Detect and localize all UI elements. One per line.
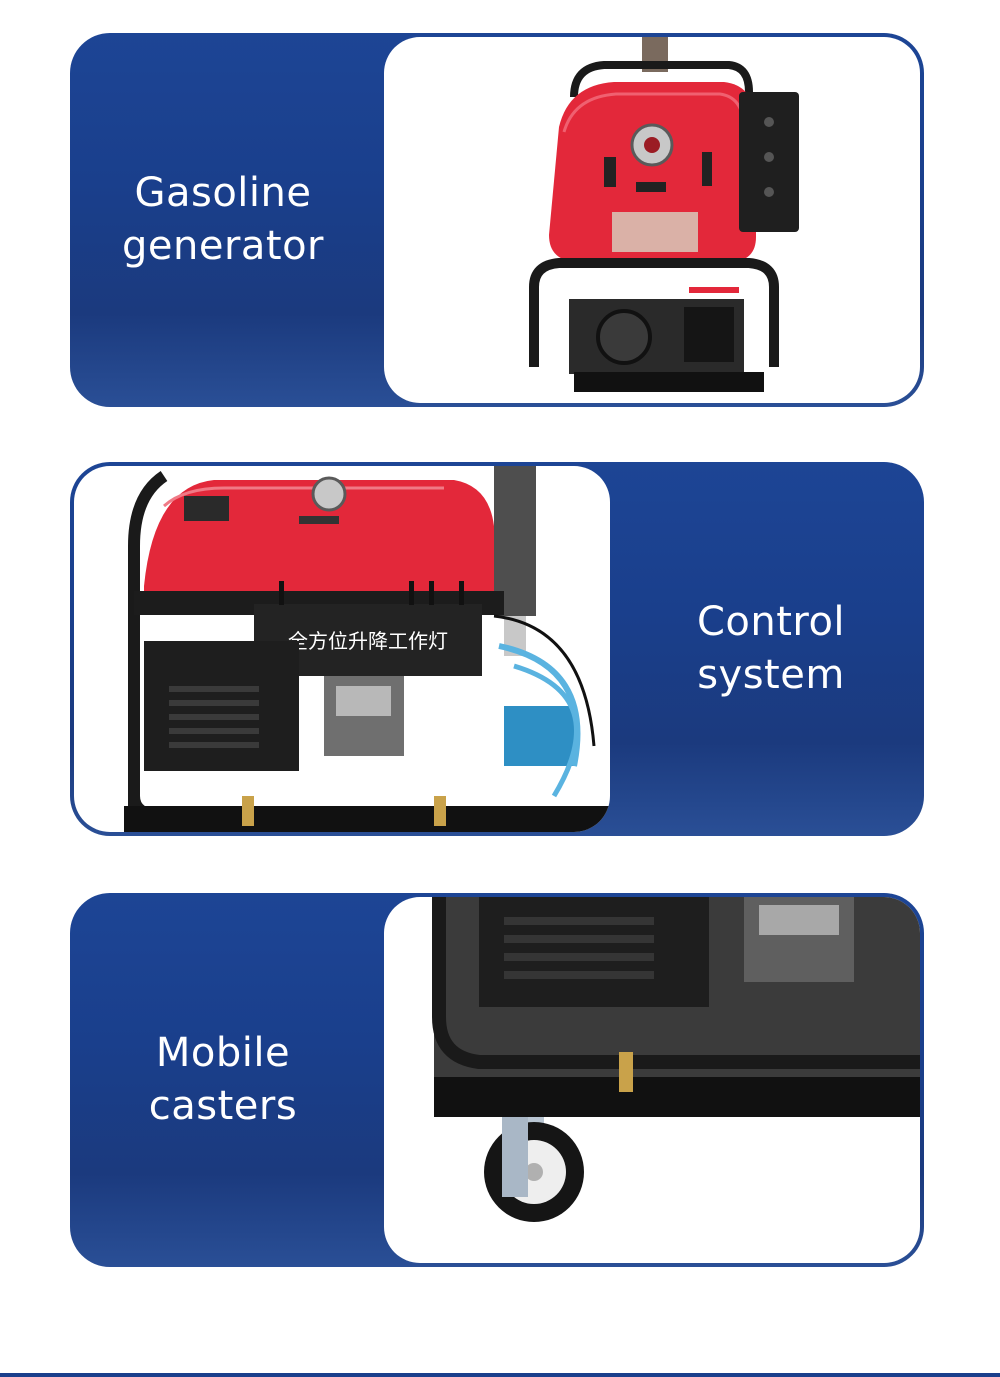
feature-title-line1: Control — [696, 599, 846, 645]
control-panel-text: 全方位升降工作灯 — [288, 629, 448, 653]
generator-photo — [384, 37, 920, 403]
caster-illustration — [432, 897, 920, 1222]
feature-title: Gasoline generator — [70, 33, 376, 407]
caster-photo — [384, 897, 920, 1263]
footer-divider — [0, 1373, 1000, 1377]
feature-title-line1: Gasoline — [134, 170, 312, 216]
feature-card-control-system: 全方位升降工作灯 — [70, 462, 924, 836]
feature-title-line2: casters — [148, 1083, 298, 1129]
feature-title: Mobile casters — [70, 893, 376, 1267]
feature-title-line2: generator — [121, 223, 325, 269]
feature-title: Control system — [618, 462, 924, 836]
feature-title-line1: Mobile — [155, 1030, 291, 1076]
feature-card-mobile-casters: Mobile casters — [70, 893, 924, 1267]
control-panel-illustration: 全方位升降工作灯 — [124, 466, 610, 832]
generator-illustration — [529, 37, 799, 392]
control-panel-photo: 全方位升降工作灯 — [74, 466, 610, 832]
feature-title-line2: system — [697, 652, 845, 698]
feature-card-gasoline-generator: Gasoline generator — [70, 33, 924, 407]
